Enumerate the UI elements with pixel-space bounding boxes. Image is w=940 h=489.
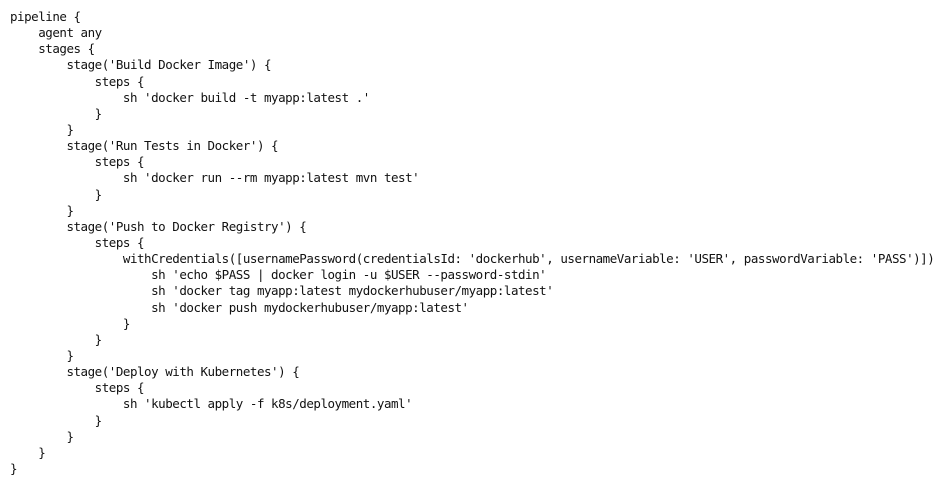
code-line: } — [10, 347, 74, 363]
code-line: } — [10, 202, 74, 218]
code-line: stage('Deploy with Kubernetes') { — [10, 364, 300, 380]
code-line: } — [10, 186, 103, 202]
code-line: sh 'docker push mydockerhubuser/myapp:la… — [10, 299, 469, 315]
code-line: sh 'docker run --rm myapp:latest mvn tes… — [10, 170, 420, 186]
code-line: } — [10, 460, 18, 476]
code-line: withCredentials([usernamePassword(creden… — [10, 251, 935, 267]
code-block: pipeline { agent any stages { stage('Bui… — [10, 9, 935, 477]
code-line: stage('Run Tests in Docker') { — [10, 138, 279, 154]
code-line: agent any — [10, 25, 102, 41]
code-line: sh 'docker tag myapp:latest mydockerhubu… — [10, 283, 554, 299]
code-line: } — [10, 121, 74, 137]
code-line: } — [10, 331, 103, 347]
code-line: steps { — [10, 154, 145, 170]
code-line: steps { — [10, 234, 145, 250]
code-line: stage('Build Docker Image') { — [10, 57, 272, 73]
code-line: } — [10, 412, 103, 428]
code-line: } — [10, 444, 46, 460]
code-line: pipeline { — [10, 9, 81, 24]
code-line: } — [10, 105, 103, 121]
code-line: stage('Push to Docker Registry') { — [10, 218, 307, 234]
code-line: sh 'docker build -t myapp:latest .' — [10, 89, 370, 105]
code-line: } — [10, 315, 131, 331]
code-line: steps { — [10, 73, 145, 89]
code-line: steps { — [10, 380, 145, 396]
code-line: } — [10, 428, 74, 444]
code-line: stages { — [10, 41, 95, 57]
code-line: sh 'kubectl apply -f k8s/deployment.yaml… — [10, 396, 413, 412]
code-line: sh 'echo $PASS | docker login -u $USER -… — [10, 267, 547, 283]
